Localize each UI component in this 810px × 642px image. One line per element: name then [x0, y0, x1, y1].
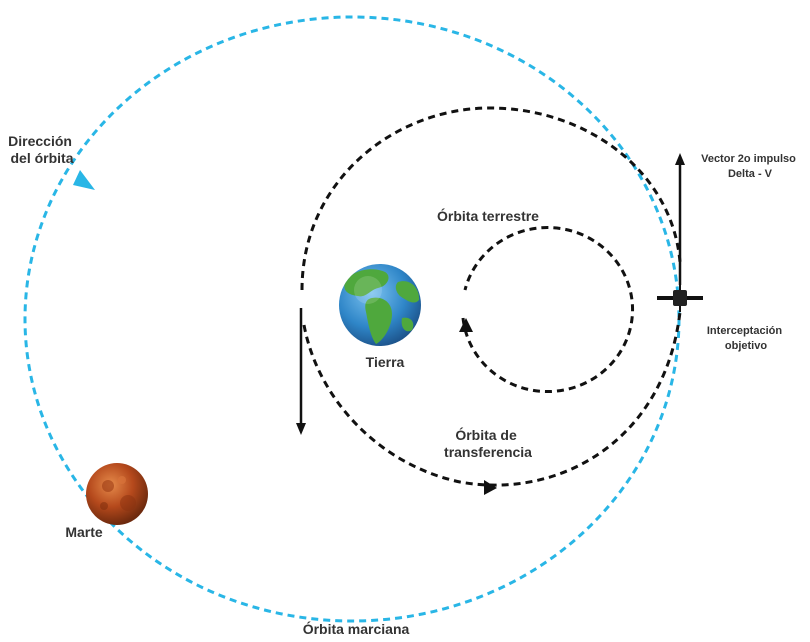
- transfer-direction-arrow-icon: [484, 480, 497, 495]
- interception-label-line2: objetivo: [725, 340, 767, 352]
- earth-globe-icon: [339, 264, 421, 346]
- vector-label-line2: Delta - V: [728, 168, 773, 180]
- orbit-direction-label-line1: Dirección: [8, 133, 72, 149]
- transfer-orbit-lower-path: [302, 311, 682, 487]
- satellite-icon: [657, 284, 703, 312]
- earth-orbit-label: Órbita terrestre: [437, 207, 539, 224]
- transfer-orbit-label-line2: transferencia: [444, 444, 532, 460]
- mars-label: Marte: [65, 524, 103, 540]
- second-impulse-arrowhead-icon: [675, 153, 685, 165]
- vector-label-line1: Vector 2o impulso: [701, 153, 796, 165]
- earth-orbit-arrow-icon: [459, 318, 473, 332]
- first-impulse-arrowhead-icon: [296, 423, 306, 435]
- interception-label: Interceptación objetivo: [707, 325, 785, 352]
- interception-label-line1: Interceptación: [707, 325, 782, 337]
- orbit-direction-label-line2: del órbita: [10, 150, 73, 166]
- transfer-orbit-label-line1: Órbita de: [455, 426, 517, 443]
- earth-label: Tierra: [366, 354, 405, 370]
- vector-label: Vector 2o impulso Delta - V: [701, 153, 799, 180]
- mars-orbit-label: Órbita marciana: [303, 620, 410, 637]
- transfer-orbit-label: Órbita de transferencia: [444, 426, 532, 460]
- transfer-orbit-upper-path: [300, 106, 682, 291]
- orbit-direction-label: Dirección del órbita: [8, 133, 76, 166]
- earth-orbit-path: [461, 226, 635, 394]
- mars-planet-icon: [86, 463, 148, 525]
- orbit-direction-arrow-icon: [73, 170, 95, 190]
